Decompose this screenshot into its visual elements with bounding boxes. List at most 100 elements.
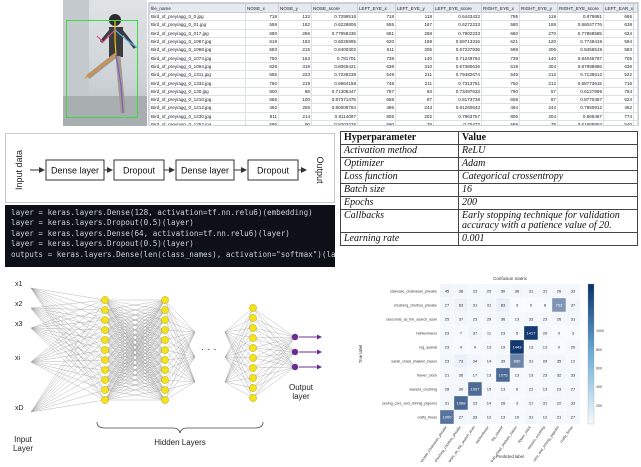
neuron <box>101 376 109 384</box>
table-cell: 0.7239238 <box>311 70 358 80</box>
cm-cell-value: 7 <box>460 331 463 336</box>
output-arrowhead <box>317 364 322 370</box>
table-cell: 0.8065421 <box>311 61 358 72</box>
table-cell: 57 <box>519 86 558 96</box>
cm-cell-value: 0 <box>530 303 533 308</box>
cm-row-label: bahkunkasur <box>416 332 437 336</box>
connections <box>30 287 296 413</box>
cm-cell-value: 27 <box>459 415 464 420</box>
cm-cell-value: 20 <box>543 331 548 336</box>
table-cell <box>633 94 638 105</box>
neuron <box>161 306 169 314</box>
table-cell <box>633 45 638 55</box>
table-cell: 595 <box>245 119 279 125</box>
neuron <box>161 396 169 404</box>
table-cell: Bird_of_prey/agg_0_1094.jpg <box>149 61 246 72</box>
table-cell: 628 <box>245 61 279 72</box>
neuron <box>161 326 169 334</box>
table-cell: 169 <box>519 20 558 30</box>
table-cell: 760 <box>245 78 279 88</box>
cm-col-label: flower_clock <box>517 425 532 444</box>
cm-cell-value: 13 <box>543 345 548 350</box>
table-cell: Bird_of_prey/agg_0_0.jpg <box>149 11 246 22</box>
cm-cell-value: 880 <box>514 359 521 364</box>
table-cell: 718 <box>357 11 396 22</box>
input-label: x1 <box>15 281 23 288</box>
hyperparameter-value: Early stopping technique for validation … <box>458 209 638 233</box>
table-cell: 590 <box>357 119 396 125</box>
cm-cell-value: 4 <box>460 345 463 350</box>
table-cell: 0.7749419 <box>557 36 604 47</box>
table-cell: 87 <box>395 94 434 105</box>
cm-cell-value: 36 <box>515 289 520 294</box>
output-neuron <box>291 348 299 356</box>
table-cell: 0.87371475 <box>311 94 358 105</box>
cm-cell-value: 0 <box>558 345 561 350</box>
table-cell <box>633 20 638 30</box>
table-cell: 583 <box>245 45 279 55</box>
neuron <box>249 354 257 362</box>
table-cell: 0.73497633 <box>433 86 482 96</box>
table-cell: Bird_of_prey/agg_0_1230.jpg <box>149 111 246 121</box>
cm-cell-value: 35 <box>557 359 562 364</box>
table-cell: Bird_of_prey/agg_0_1252.jpg <box>149 119 246 125</box>
output-arrowhead <box>317 349 322 355</box>
cm-cell-value: 31 <box>529 415 534 420</box>
cm-colorbar-tick: 1000 <box>596 329 604 333</box>
cm-row-label: flower_clock <box>417 374 437 378</box>
table-cell: 0.81260643 <box>433 103 482 113</box>
column-header <box>633 3 638 13</box>
cm-cell-value: 6 <box>516 387 519 392</box>
table-cell: 611 <box>357 45 396 55</box>
table-cell: 666 <box>603 11 634 22</box>
cm-cell-value: 33 <box>571 289 576 294</box>
hyperparameter-value: Categorical crossentropy <box>458 170 638 184</box>
cm-cell-value: 21 <box>445 373 450 378</box>
hyperparameter-value: 0.001 <box>458 232 638 246</box>
cm-cell-value: 32 <box>557 373 562 378</box>
table-cell: 638 <box>603 20 634 30</box>
table-cell: 0.6229806 <box>311 20 358 30</box>
hyperparameter-value: ReLU <box>458 144 638 158</box>
table-cell: 492 <box>245 103 279 113</box>
table-cell: 718 <box>245 11 279 22</box>
table-cell: 599 <box>481 45 520 55</box>
cm-cell-value: 23 <box>543 317 548 322</box>
table-cell: 0.71306447 <box>311 86 358 96</box>
cm-row-label: seeconds_as_the_search_asan <box>386 318 437 322</box>
table-cell: Bird_of_prey/agg_0_130.jpg <box>149 86 246 96</box>
cm-cell-value: 17 <box>473 373 478 378</box>
hyperparameter-name: Optimizer <box>340 157 459 171</box>
hyperparameter-name: Epochs <box>340 196 459 210</box>
cm-cell-value: 13 <box>501 387 506 392</box>
table-cell: 0.865467 <box>557 111 604 121</box>
table-cell: 638 <box>357 61 396 72</box>
table-cell: Bird_of_prey/agg_0_1074.jpg <box>149 53 246 63</box>
table-cell: 318 <box>278 61 312 72</box>
cm-cell-value: 33 <box>473 415 478 420</box>
cm-cell-value: 37 <box>571 303 576 308</box>
table-cell: 0.8203476 <box>311 119 358 125</box>
cm-col-label: crafty_fireas <box>559 425 574 443</box>
table-cell: 0.8173738 <box>433 94 482 105</box>
neuron <box>161 316 169 324</box>
column-header: RIGHT_EYE_score <box>557 3 604 13</box>
table-cell: 304 <box>519 61 558 72</box>
table-cell: 270 <box>519 28 558 38</box>
cm-cell-value: 14 <box>487 359 492 364</box>
neuron <box>101 396 109 404</box>
neuron <box>249 384 257 392</box>
